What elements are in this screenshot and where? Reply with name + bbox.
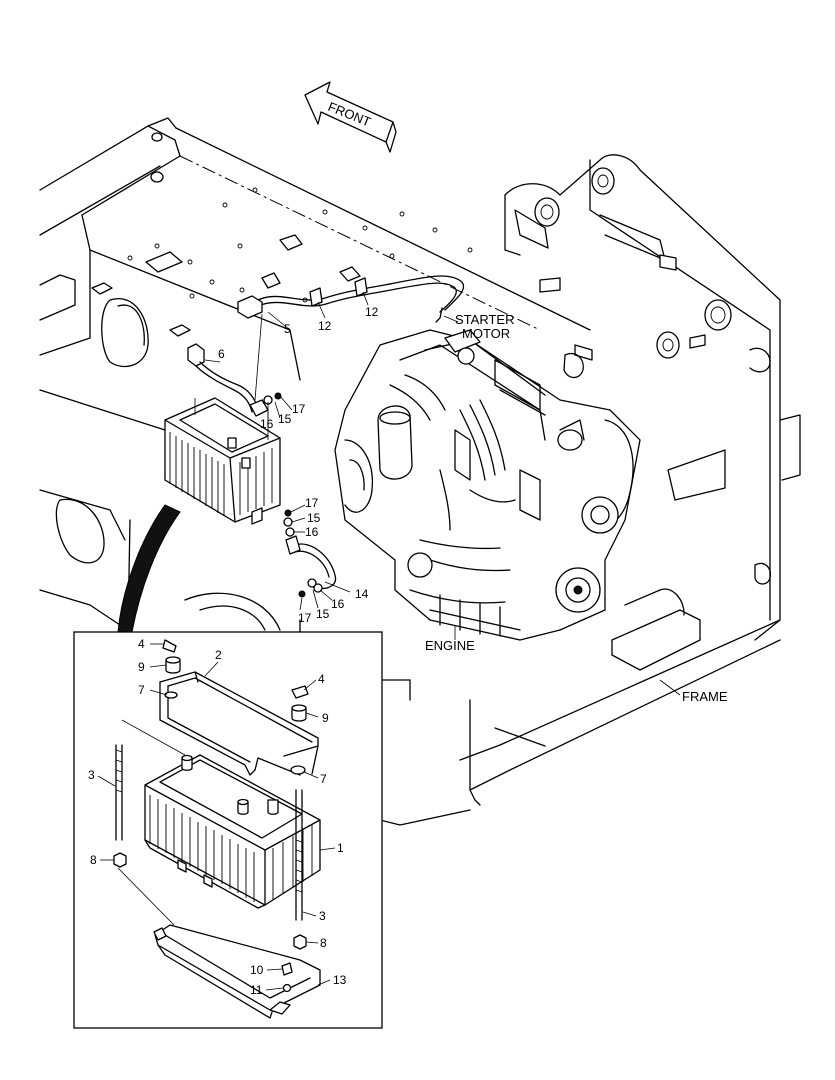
callout-10: 10 xyxy=(250,963,264,977)
callout-7b: 7 xyxy=(320,772,327,786)
callout-16c: 16 xyxy=(331,597,345,611)
detail-leader xyxy=(117,504,181,633)
starter-cable xyxy=(237,275,465,401)
starter-motor-label-line1: STARTER xyxy=(455,312,514,327)
engine-label: ENGINE xyxy=(425,638,475,653)
callout-17a: 17 xyxy=(292,402,306,416)
callout-16a: 16 xyxy=(260,417,274,431)
callout-13: 13 xyxy=(333,973,347,987)
battery-detail-ribs xyxy=(149,795,313,902)
engine-assembly xyxy=(334,329,641,641)
callout-4a: 4 xyxy=(138,637,145,651)
callout-16b: 16 xyxy=(305,525,319,539)
callout-15a: 15 xyxy=(278,412,292,426)
callout-11: 11 xyxy=(250,983,263,997)
frame-label: FRAME xyxy=(682,689,728,704)
callout-3a: 3 xyxy=(88,768,95,782)
callout-12b: 12 xyxy=(365,305,379,319)
callout-9b: 9 xyxy=(322,711,329,725)
callout-9a: 9 xyxy=(138,660,145,674)
callout-3b: 3 xyxy=(319,909,326,923)
callout-15b: 15 xyxy=(307,511,321,525)
callout-6: 6 xyxy=(218,347,225,361)
callout-8a: 8 xyxy=(90,853,97,867)
starter-motor-label-line2: MOTOR xyxy=(462,326,510,341)
callout-4b: 4 xyxy=(318,672,325,686)
callout-leaders xyxy=(97,291,681,991)
machine-frame xyxy=(39,117,801,826)
callout-5: 5 xyxy=(284,322,291,336)
callout-numbers: 5 12 12 6 17 15 16 17 15 16 14 17 15 16 … xyxy=(88,305,379,997)
component-labels: STARTER MOTOR ENGINE FRAME xyxy=(425,312,728,704)
battery-cable xyxy=(187,343,282,417)
battery-installed xyxy=(164,397,281,525)
front-direction-arrow: FRONT xyxy=(304,81,397,153)
callout-17b: 17 xyxy=(305,496,319,510)
callout-17c: 17 xyxy=(298,611,312,625)
callout-15c: 15 xyxy=(316,607,330,621)
callout-2: 2 xyxy=(215,648,222,662)
callout-12a: 12 xyxy=(318,319,332,333)
callout-8b: 8 xyxy=(320,936,327,950)
callout-14: 14 xyxy=(355,587,369,601)
callout-1: 1 xyxy=(337,841,344,855)
callout-7a: 7 xyxy=(138,683,145,697)
